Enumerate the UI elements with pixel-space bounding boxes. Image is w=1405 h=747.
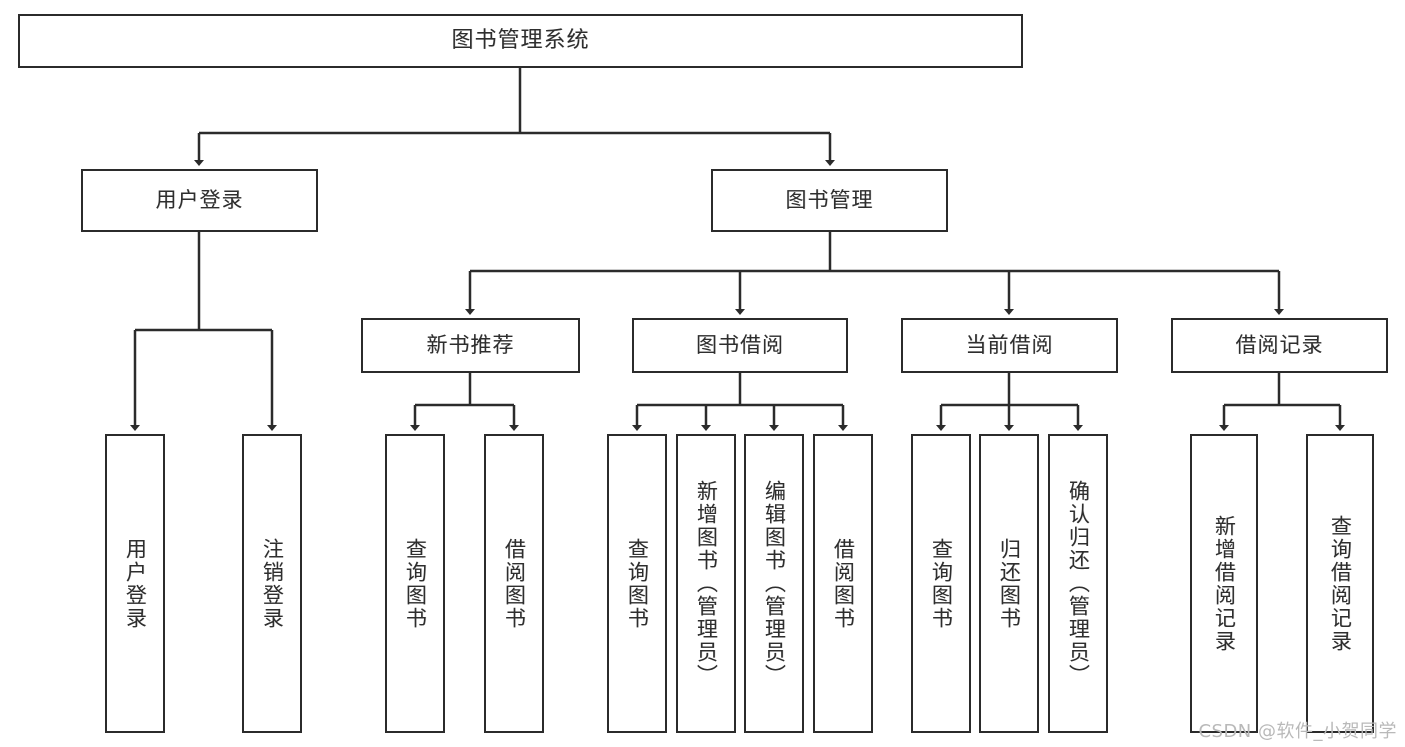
node-label: 新增借阅记录 [1212,514,1237,653]
node-label: 注销登录 [260,537,285,630]
node-label: 借阅图书 [502,537,527,630]
node-new-book-recommend[interactable]: 新书推荐 [361,318,580,373]
leaf-current-borrow-query[interactable]: 查询图书 [911,434,971,733]
node-label: 用户登录 [123,537,148,630]
leaf-current-borrow-return[interactable]: 归还图书 [979,434,1039,733]
node-label: 借阅图书 [831,537,856,630]
node-root-system[interactable]: 图书管理系统 [18,14,1023,68]
leaf-new-book-query[interactable]: 查询图书 [385,434,445,733]
node-label: 归还图书 [997,537,1022,630]
csdn-watermark: CSDN @软件_小贺同学 [1198,721,1397,742]
node-label: 查询图书 [403,537,428,630]
leaf-book-borrow-add[interactable]: 新增图书（管理员） [676,434,736,733]
leaf-user-login-login[interactable]: 用户登录 [105,434,165,733]
node-book-management[interactable]: 图书管理 [711,169,948,232]
leaf-current-borrow-confirm-return[interactable]: 确认归还（管理员） [1048,434,1108,733]
node-label: 借阅记录 [1235,333,1324,358]
leaf-book-borrow-borrow[interactable]: 借阅图书 [813,434,873,733]
node-label: 查询图书 [625,537,650,630]
node-book-borrow[interactable]: 图书借阅 [632,318,848,373]
leaf-book-borrow-query[interactable]: 查询图书 [607,434,667,733]
node-label: 图书管理 [785,188,874,213]
leaf-book-borrow-edit[interactable]: 编辑图书（管理员） [744,434,804,733]
node-user-login[interactable]: 用户登录 [81,169,318,232]
node-label: 图书管理系统 [451,28,590,54]
leaf-new-book-borrow[interactable]: 借阅图书 [484,434,544,733]
node-label: 当前借阅 [965,333,1054,358]
leaf-borrow-record-add[interactable]: 新增借阅记录 [1190,434,1258,733]
node-label: 查询图书 [929,537,954,630]
node-label: 图书借阅 [696,333,784,358]
node-label: 查询借阅记录 [1328,514,1353,653]
node-label: 新增图书（管理员） [694,480,719,687]
node-label: 用户登录 [155,188,244,213]
node-current-borrow[interactable]: 当前借阅 [901,318,1118,373]
node-borrow-record[interactable]: 借阅记录 [1171,318,1388,373]
node-label: 编辑图书（管理员） [762,480,787,687]
leaf-user-login-logout[interactable]: 注销登录 [242,434,302,733]
node-label: 新书推荐 [426,333,515,358]
leaf-borrow-record-query[interactable]: 查询借阅记录 [1306,434,1374,733]
node-label: 确认归还（管理员） [1066,480,1091,687]
